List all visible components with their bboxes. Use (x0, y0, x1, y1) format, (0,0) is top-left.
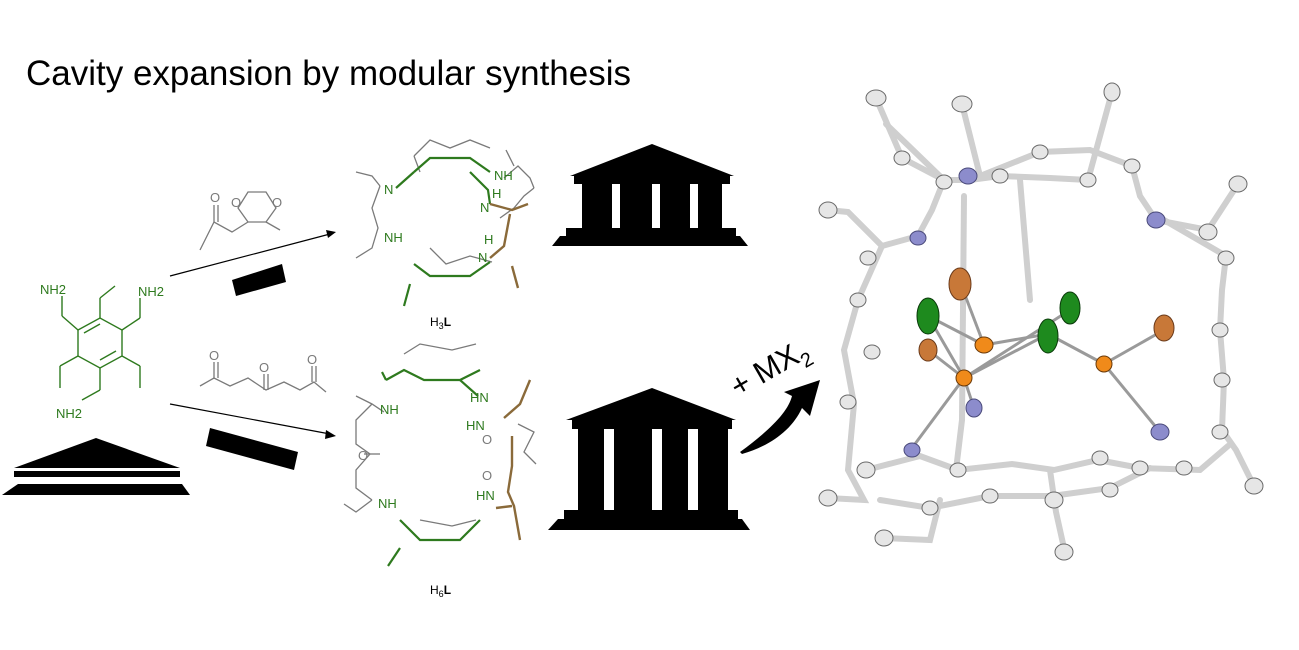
reagent-oxygen: O (231, 195, 241, 210)
reagent-oxygen: O (210, 190, 220, 205)
redaction-trapezoid (2, 484, 190, 495)
triamine-structure (59, 285, 141, 401)
amine-label: H (492, 186, 501, 201)
imine-n-label: N (384, 182, 393, 197)
amine-label: NH (384, 230, 403, 245)
nh2-label: NH2 (56, 406, 82, 421)
amine-label: N (480, 200, 489, 215)
reagent-oxygen: O (307, 352, 317, 367)
reaction-arrow-bottom (169, 403, 331, 435)
amine-label: NH (380, 402, 399, 417)
redaction-bar (206, 428, 298, 470)
carbonyl-oxygen: O (482, 432, 492, 447)
carbonyl-oxygen: O (482, 468, 492, 483)
curved-arrow-icon (740, 380, 820, 454)
amine-label: HN (470, 390, 489, 405)
h6l-structure (343, 343, 537, 567)
nh2-label: NH2 (138, 284, 164, 299)
amine-label: HN (466, 418, 485, 433)
arrowhead-icon (326, 230, 336, 238)
nh2-label: NH2 (40, 282, 66, 297)
amine-label: H (484, 232, 493, 247)
reagent-oxygen: O (259, 360, 269, 375)
redaction-triangle (14, 438, 180, 468)
carbonyl-oxygen: O (358, 448, 368, 463)
building-icon (548, 388, 750, 530)
amine-label: NH (378, 496, 397, 511)
reaction-arrow-top (169, 233, 331, 277)
reagent-oxygen: O (272, 195, 282, 210)
h3l-structure (355, 139, 535, 307)
amine-label: N (478, 250, 487, 265)
reagent-oxygen: O (209, 348, 219, 363)
redaction-bar (14, 471, 180, 477)
amine-label: NH (494, 168, 513, 183)
compound-label-h3l: H3L (430, 315, 451, 331)
compound-label-h6l: H6L (430, 583, 451, 599)
arrowhead-icon (325, 430, 336, 439)
crystal-structure (818, 82, 1264, 561)
amine-label: HN (476, 488, 495, 503)
redaction-bar (232, 264, 286, 296)
building-icon (552, 144, 748, 246)
ketal-reagent-structure (199, 191, 281, 251)
page-title: Cavity expansion by modular synthesis (26, 54, 632, 93)
triketone-reagent-structure (199, 362, 327, 393)
